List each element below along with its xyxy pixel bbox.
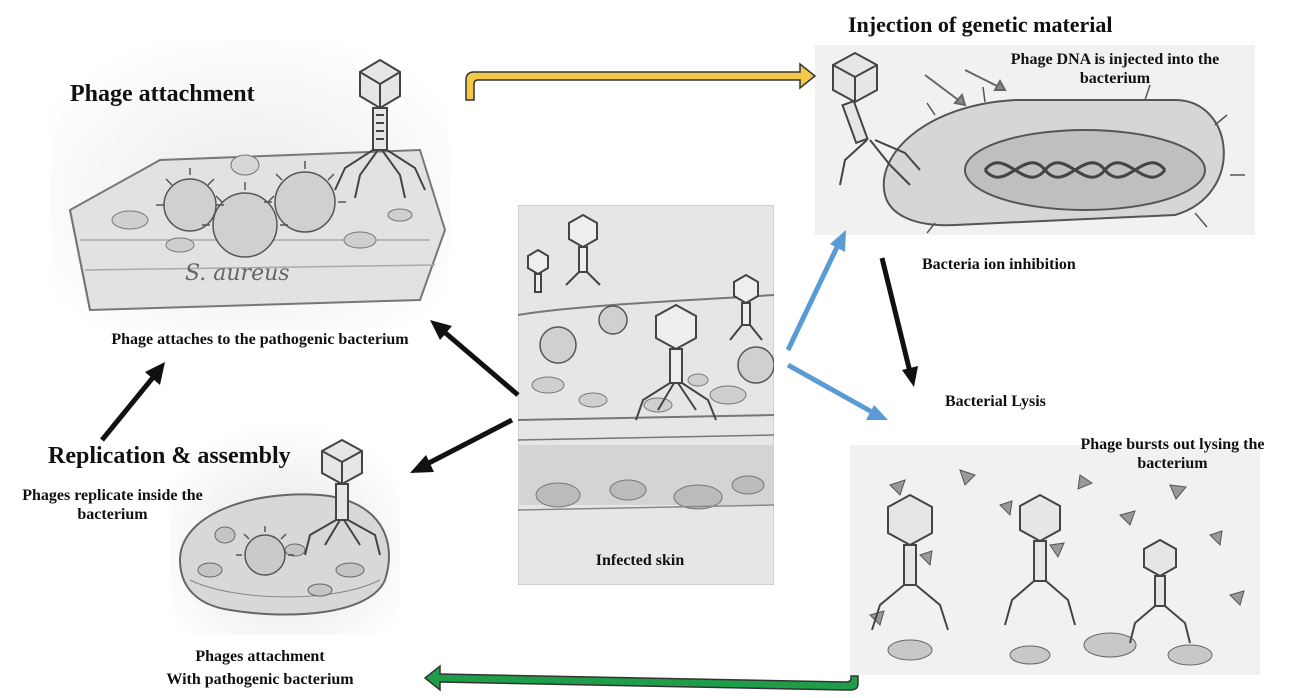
yellow-elbow-arrow <box>466 64 815 100</box>
arrow-replication-to-attachment <box>102 375 155 440</box>
arrow-skin-to-replication <box>425 420 512 465</box>
arrow-injection-to-lysis <box>882 258 910 372</box>
blue-arrow-to-injection <box>788 245 838 350</box>
green-elbow-arrow <box>425 666 858 690</box>
blue-arrow-to-lysis <box>788 365 872 412</box>
arrow-skin-to-attachment <box>442 330 518 395</box>
